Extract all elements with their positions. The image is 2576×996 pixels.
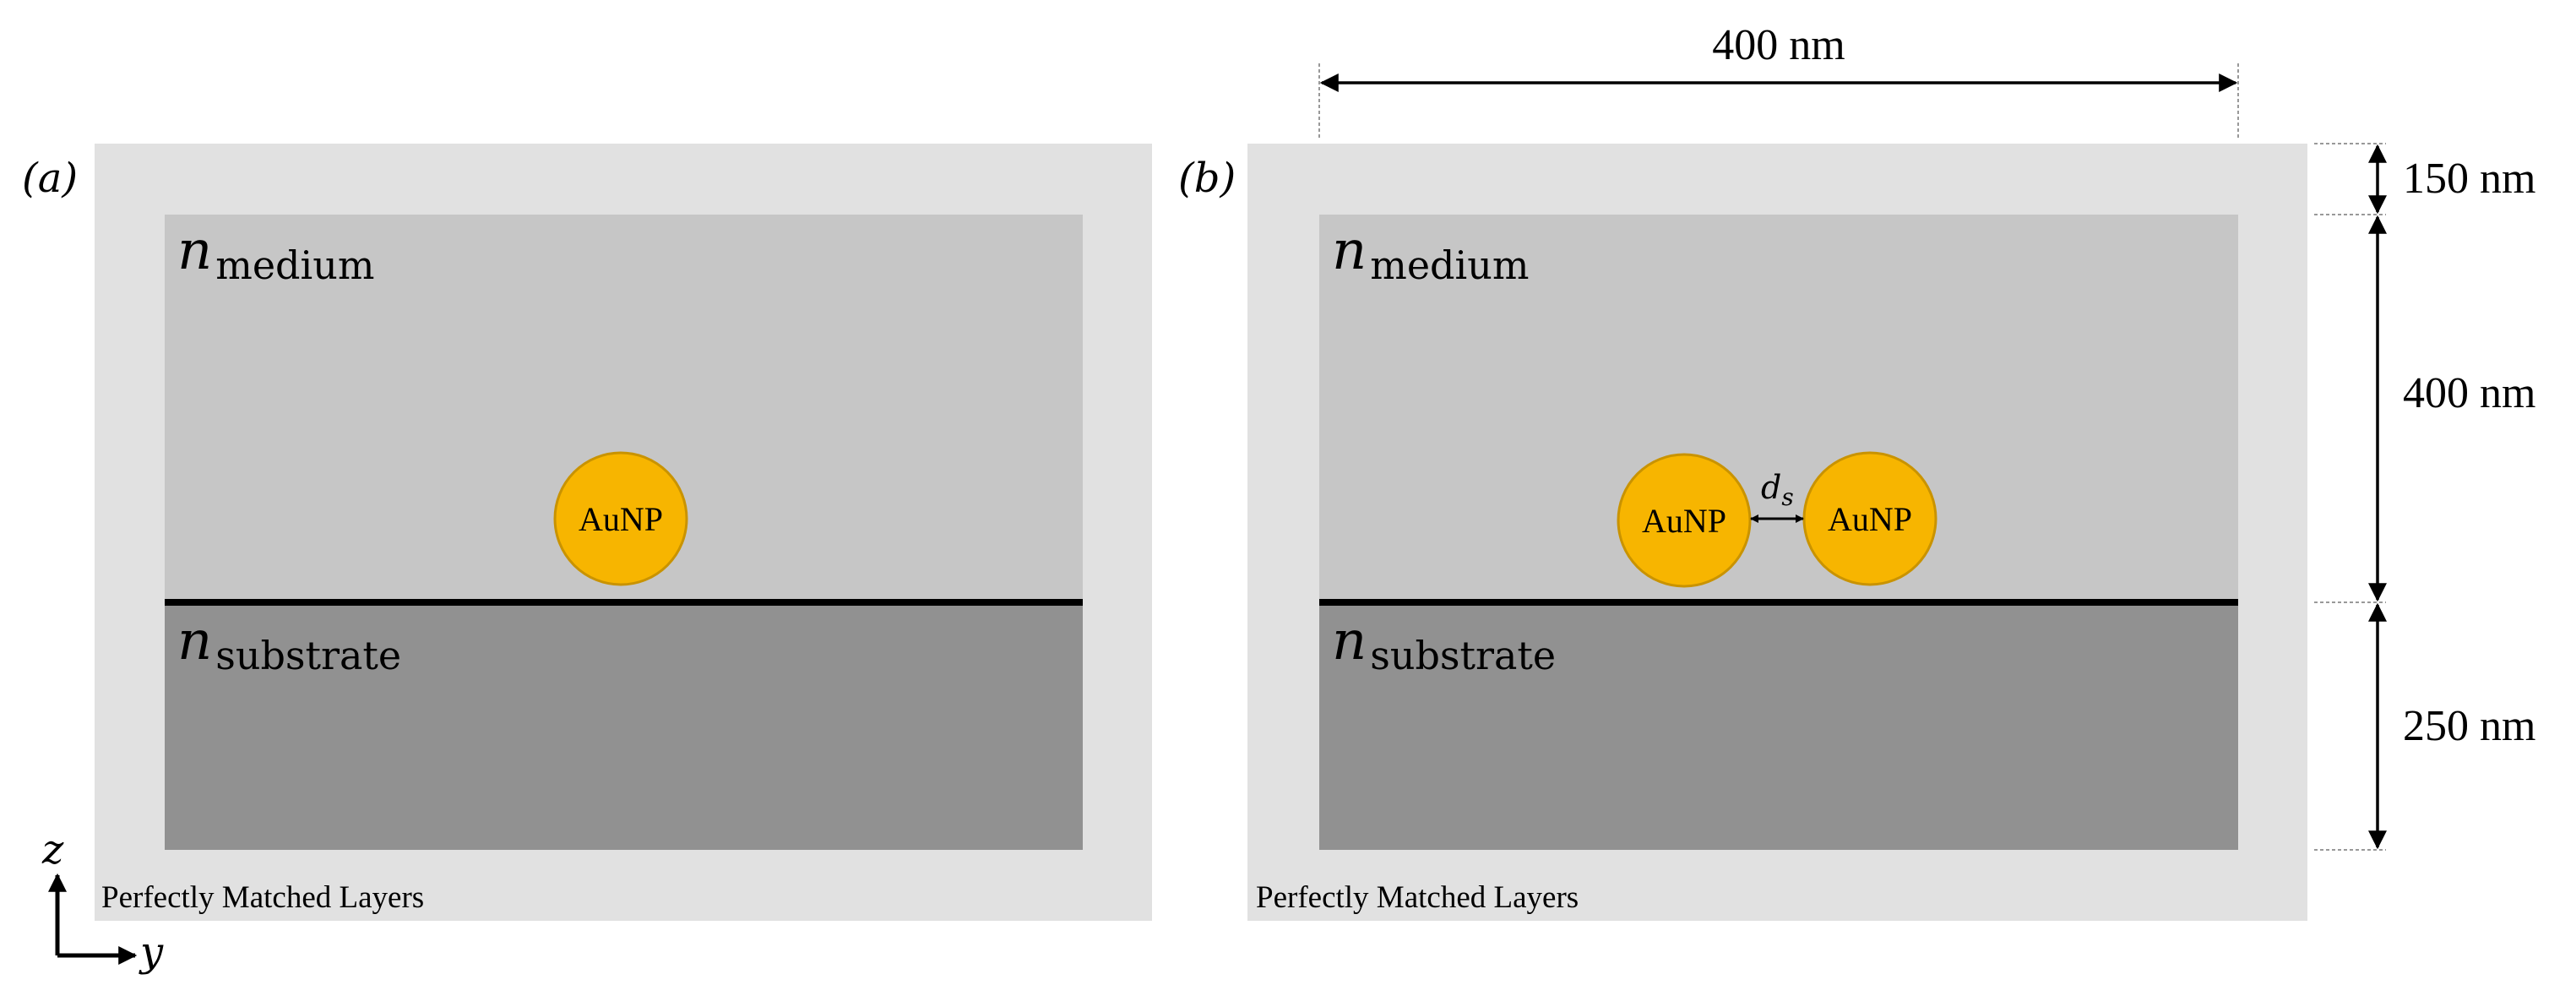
pml-label: Perfectly Matched Layers	[101, 880, 424, 915]
gold-nanoparticle-right: AuNP	[1802, 451, 1937, 586]
height-dimensions: 150 nm 400 nm 250 nm	[2314, 143, 2535, 851]
y-axis-label: y	[139, 928, 164, 976]
gold-nanoparticle: AuNP	[553, 451, 688, 586]
substrate-region	[1319, 602, 2238, 850]
substrate-height-label: 250 nm	[2403, 702, 2535, 750]
width-dimension: 400 nm	[1318, 21, 2239, 139]
particle-label: AuNP	[579, 500, 663, 538]
pml-thickness-label: 150 nm	[2403, 155, 2535, 203]
panel-label: (a)	[22, 155, 78, 202]
gap-label: ds	[1761, 469, 1794, 511]
particle-label: AuNP	[1642, 502, 1726, 540]
medium-region	[1319, 215, 2238, 602]
substrate-region	[165, 602, 1083, 850]
substrate-label: nsubstrate	[1332, 610, 1556, 678]
substrate-label: nsubstrate	[177, 610, 401, 678]
gap-indicator: ds	[1750, 469, 1804, 523]
width-label: 400 nm	[1712, 21, 1845, 69]
panel-label: (b)	[1178, 155, 1236, 202]
medium-label: nmedium	[177, 220, 374, 288]
axis-indicator: z y	[41, 826, 164, 976]
gold-nanoparticle-left: AuNP	[1617, 453, 1752, 588]
medium-label: nmedium	[1332, 220, 1529, 288]
particle-label: AuNP	[1828, 500, 1912, 538]
medium-height-label: 400 nm	[2403, 369, 2535, 417]
z-axis-label: z	[41, 826, 64, 874]
pml-label: Perfectly Matched Layers	[1256, 880, 1579, 915]
panel-b: (b) nmedium nsubstrate AuNP AuNP ds Perf…	[1178, 21, 2535, 921]
panel-a: (a) nmedium nsubstrate AuNP Perfectly Ma…	[22, 144, 1152, 976]
